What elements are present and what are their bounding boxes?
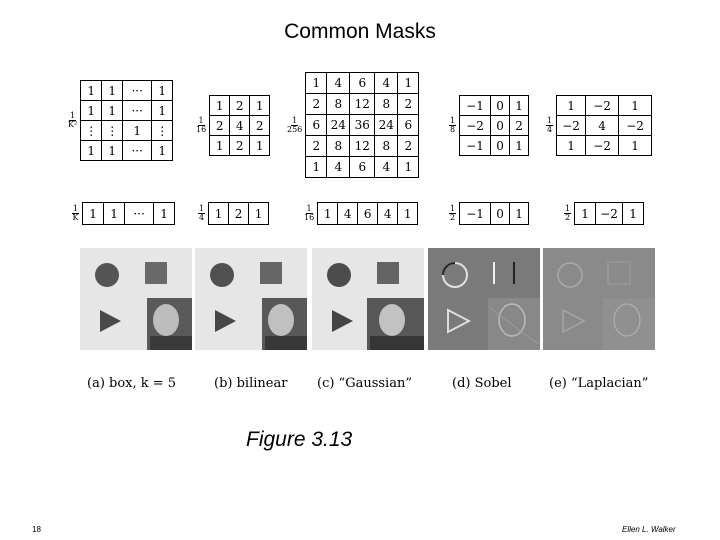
panel-label-laplacian: (e) “Laplacian” xyxy=(549,376,648,391)
panel-label-sobel: (d) Sobel xyxy=(452,376,512,391)
panel-label-gaussian: (c) “Gaussian” xyxy=(317,376,412,391)
gaussian-filtered-image xyxy=(312,248,424,350)
slide-title: Common Masks xyxy=(0,20,720,44)
sobel-filtered-image xyxy=(428,248,540,350)
page-number: 18 xyxy=(32,525,41,534)
figure-caption: Figure 3.13 xyxy=(246,428,352,452)
panel-label-bilinear: (b) bilinear xyxy=(214,376,287,391)
bilinear-filtered-image xyxy=(195,248,307,350)
panel-label-box: (a) box, k = 5 xyxy=(87,376,176,391)
laplacian-filtered-image xyxy=(543,248,655,350)
author-name: Ellen L. Walker xyxy=(622,525,676,534)
box-filtered-image xyxy=(80,248,192,350)
